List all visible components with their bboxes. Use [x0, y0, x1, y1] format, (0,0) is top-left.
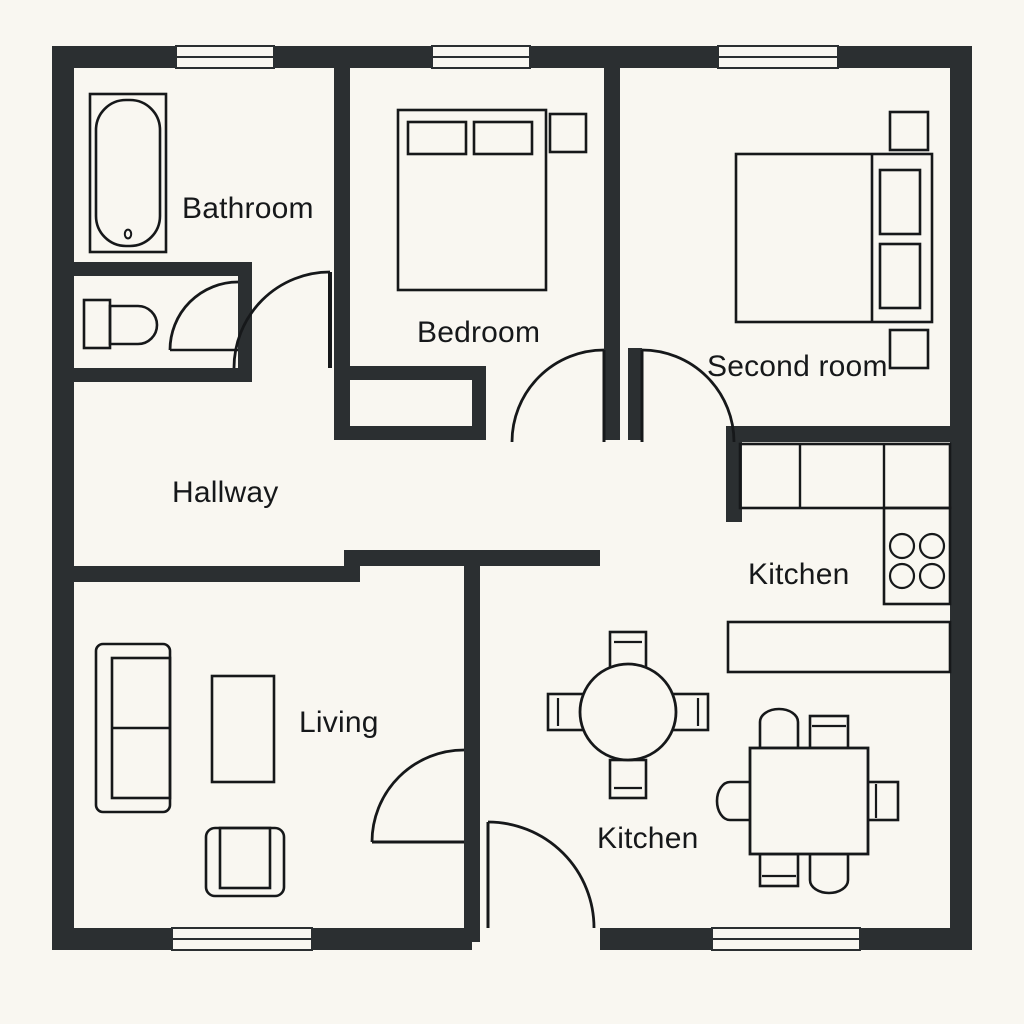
- room-label-second-room: Second room: [707, 350, 888, 383]
- room-label-bathroom: Bathroom: [182, 192, 314, 225]
- kitchen-counter-lower: [726, 620, 952, 674]
- interior-walls: [74, 68, 972, 942]
- armchair: [204, 826, 286, 898]
- sofa: [94, 642, 172, 814]
- window-top-bedroom: [431, 45, 531, 69]
- wall-left: [52, 46, 74, 950]
- wall-hallway-bottom-left: [74, 566, 352, 582]
- wall-kitchen-left: [726, 426, 742, 522]
- room-label-kitchen-dining: Kitchen: [597, 822, 698, 855]
- wall-closet-top: [334, 366, 486, 380]
- wall-kitchen-top: [726, 426, 972, 442]
- room-label-hallway: Hallway: [172, 476, 278, 509]
- door-bedroom[interactable]: [510, 348, 606, 443]
- door-gap-entry: [472, 928, 600, 950]
- wall-right: [950, 46, 972, 950]
- wall-closet-right: [472, 366, 486, 440]
- door-bathroom[interactable]: [232, 270, 332, 369]
- bathtub: [88, 92, 168, 254]
- nightstand-second-top: [888, 110, 930, 152]
- room-label-bedroom: Bedroom: [417, 316, 540, 349]
- round-dining-table: [546, 630, 710, 800]
- wall-bedroom-left: [334, 68, 350, 440]
- nightstand-main: [548, 112, 588, 154]
- window-bottom-kitchen: [711, 927, 861, 951]
- round-table-top: [578, 662, 678, 762]
- wall-door-stub-right: [628, 348, 642, 440]
- wall-hallway-step: [344, 550, 360, 582]
- wall-living-right-lower: [464, 834, 480, 942]
- wall-wc-top: [74, 262, 252, 276]
- windows: [171, 45, 861, 951]
- coffee-table: [210, 674, 276, 784]
- stove: [882, 506, 952, 606]
- double-bed-main: [396, 108, 548, 292]
- wall-bedroom-bottom-left: [334, 426, 486, 440]
- wall-wc-bottom: [74, 368, 252, 382]
- toilet: [82, 298, 159, 350]
- window-top-bathroom: [175, 45, 275, 69]
- wall-bedroom-right: [604, 68, 620, 440]
- door-entry[interactable]: [486, 820, 596, 929]
- wall-living-right-upper: [464, 566, 480, 834]
- door-living[interactable]: [370, 748, 465, 844]
- square-table-top: [748, 746, 870, 856]
- doors: [168, 270, 736, 929]
- room-label-kitchen: Kitchen: [748, 558, 849, 591]
- window-top-second-room: [717, 45, 839, 69]
- nightstand-second-bottom: [888, 328, 930, 370]
- room-labels: Bathroom Bedroom Second room Hallway Kit…: [172, 192, 888, 855]
- square-table-chair-left: [715, 780, 758, 822]
- double-bed-second: [734, 152, 934, 324]
- wall-door-stub-left: [604, 348, 620, 440]
- window-bottom-living: [171, 927, 313, 951]
- kitchen-counter-upper: [738, 442, 952, 510]
- square-table-chair-top-left: [758, 707, 800, 750]
- square-dining-table: [715, 707, 900, 895]
- square-table-chair-bottom-right: [808, 852, 850, 895]
- room-label-living: Living: [299, 706, 379, 739]
- door-second-room[interactable]: [640, 348, 736, 443]
- wall-hallway-bottom-right: [344, 550, 600, 566]
- door-wc[interactable]: [168, 280, 239, 352]
